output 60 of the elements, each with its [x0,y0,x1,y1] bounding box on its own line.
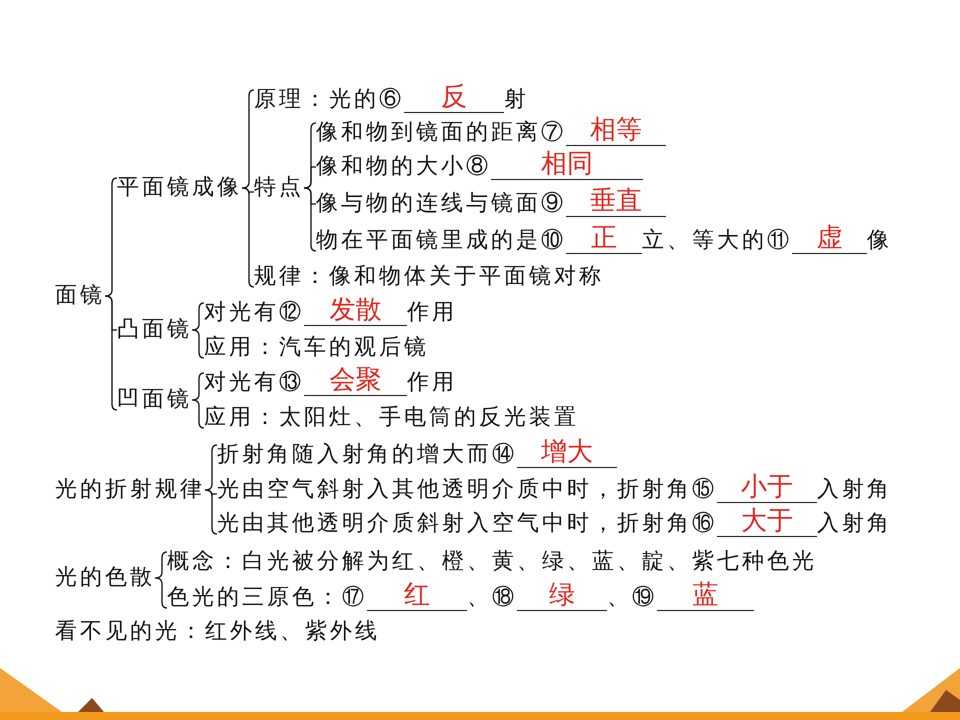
statement-text: 应用：太阳灶、手电筒的反光装置 [204,405,579,431]
fill-in-text: 像和物的大小⑧ [316,154,491,180]
statement-text: 规律：像和物体关于平面镜对称 [254,264,604,290]
answer-field: 正 [566,223,642,254]
brace-connector [104,177,118,297]
brace-connector [154,577,168,609]
topic-label: 特点 [254,175,304,201]
brace-connector [242,89,254,189]
answer-field: 垂直 [566,186,666,217]
fill-in-text: 对光有⑬ [204,370,304,396]
brace-connector [204,444,218,491]
fill-in-text: 像 [867,228,892,254]
fill-in-text: 光由其他透明介质斜射入空气中时，折射角⑯ [217,511,717,537]
fill-in-text: 物在平面镜里成的是⑩ [316,228,566,254]
fill-in-text: 原理：光的⑥ [254,87,404,113]
answer-field: 虚 [792,223,867,254]
fill-in-text: 作用 [407,370,457,396]
brace-connector [192,399,204,429]
topic-label: 光的折射规律 [55,477,205,503]
statement-text: 概念：白光被分解为红、橙、黄、绿、蓝、靛、紫七种色光 [167,549,817,575]
fill-in-text: 入射角 [817,477,892,503]
topic-label: 平面镜成像 [117,175,242,201]
fill-in-text: 、⑱ [467,585,517,611]
brace-connector [192,329,204,359]
topic-label: 光的色散 [55,565,155,591]
answer-field: 小于 [717,472,817,503]
statement-text: 应用：汽车的观后镜 [204,335,429,361]
topic-label: 凸面镜 [117,317,192,343]
topic-label: 凹面镜 [117,387,192,413]
fill-in-text: 对光有⑫ [204,300,304,326]
brace-connector [204,489,218,535]
fill-in-text: 光由空气斜射入其他透明介质中时，折射角⑮ [217,477,717,503]
fill-in-text: 射 [504,87,529,113]
fill-in-text: 、⑲ [607,585,657,611]
topic-label: 面镜 [55,283,105,309]
fill-in-text: 作用 [407,300,457,326]
fill-in-text: 像和物到镜面的距离⑦ [316,120,566,146]
fill-in-text: 折射角随入射角的增大而⑭ [217,442,517,468]
fill-in-text: 立、等大的⑪ [642,228,792,254]
answer-field: 增大 [517,437,617,468]
answer-field: 大于 [717,506,817,537]
brace-connector [242,187,254,288]
brace-connector [192,302,204,331]
fill-in-text: 色光的三原色：⑰ [167,585,367,611]
brace-connector [104,295,118,411]
brace-connector [304,187,316,252]
answer-field: 会聚 [304,365,407,396]
fill-in-text: 入射角 [817,511,892,537]
brace-connector [192,372,204,401]
answer-field: 相等 [566,115,666,146]
answer-field: 蓝 [657,580,754,611]
answer-field: 相同 [491,149,643,180]
answer-field: 发散 [304,295,407,326]
answer-field: 绿 [517,580,607,611]
statement-text: 看不见的光：红外线、紫外线 [55,619,380,645]
brace-connector [304,166,316,189]
answer-field: 反 [404,82,504,113]
answer-field: 红 [367,580,467,611]
brace-connector [154,551,168,579]
fill-in-text: 像与物的连线与镜面⑨ [316,191,566,217]
